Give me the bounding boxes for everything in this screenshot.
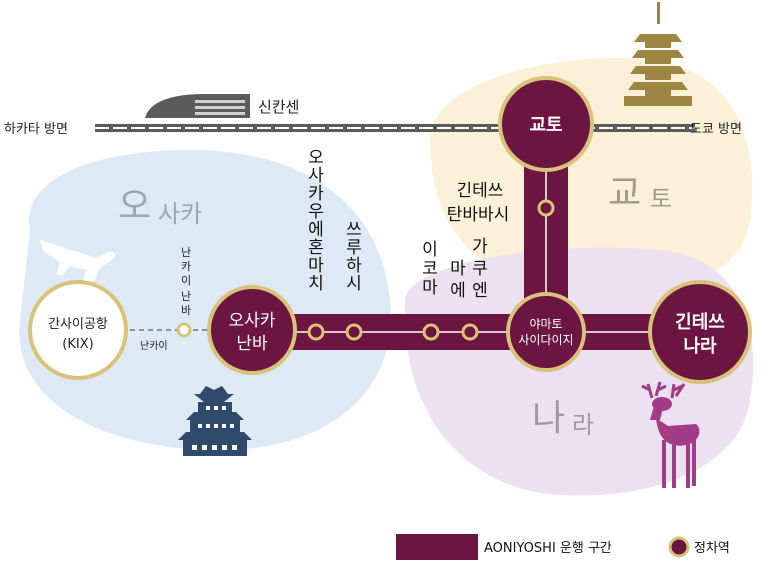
station-gakuen-mae-label-col1: 가쿠엔 xyxy=(472,237,488,301)
vertical-char: 마 xyxy=(308,256,324,276)
stop-nankai-namba[interactable] xyxy=(176,322,192,338)
station-kyoto-label: 교토 xyxy=(529,115,562,136)
vertical-char: 마 xyxy=(422,278,438,298)
station-yamato-saidaiji-label-2: 사이다이지 xyxy=(518,333,573,347)
station-nankai-namba-label-col2: 난바 xyxy=(181,290,191,317)
vertical-char: 카 xyxy=(181,260,191,273)
vertical-char: 사 xyxy=(308,166,324,186)
vertical-char: 가 xyxy=(472,237,488,257)
osaka-castle-icon xyxy=(178,386,252,456)
stop-kintetsu-tambabashi[interactable] xyxy=(537,199,555,217)
vertical-char: 하 xyxy=(346,256,362,276)
station-osaka-namba[interactable]: 오사카 난바 xyxy=(207,285,297,375)
station-yamato-saidaiji-label-1: 야마토 xyxy=(529,317,562,331)
vertical-char: 쿠 xyxy=(472,259,488,279)
legend-stop-swatch xyxy=(668,536,690,558)
vertical-char: 난 xyxy=(181,290,191,303)
station-osaka-namba-label-2: 난바 xyxy=(236,334,268,354)
vertical-char: 에 xyxy=(450,281,466,301)
direction-west-label: 하카타 방면 xyxy=(4,122,68,137)
station-osaka-namba-label-1: 오사카 xyxy=(229,311,276,331)
station-kintetsu-tambabashi-label-1: 긴테쓰 xyxy=(457,181,504,201)
station-kintetsu-tambabashi-label-2: 탄바바시 xyxy=(447,205,510,225)
vertical-char: 코 xyxy=(422,259,438,279)
osaka-region xyxy=(19,150,391,450)
pagoda-icon xyxy=(624,2,692,106)
station-kintetsu-nara-label-1: 긴테쓰 xyxy=(675,312,725,333)
vertical-char: 치 xyxy=(308,274,324,294)
shinkansen-train-icon xyxy=(145,94,250,118)
vertical-char: 루 xyxy=(346,238,362,258)
vertical-char: 쓰 xyxy=(346,220,362,240)
vertical-char: 이 xyxy=(422,240,438,260)
legend-route-swatch xyxy=(396,534,478,560)
station-kix[interactable]: 간사이공항 (KIX) xyxy=(28,280,128,380)
stop-osaka-uehommachi[interactable] xyxy=(307,323,325,341)
vertical-char: 이 xyxy=(181,274,191,287)
shinkansen-line xyxy=(95,124,695,132)
stop-tsuruhashi[interactable] xyxy=(345,323,363,341)
vertical-char: 바 xyxy=(181,304,191,317)
station-nankai-namba-label-col1: 난카이 xyxy=(181,246,191,287)
station-kintetsu-nara-label-2: 나라 xyxy=(683,336,717,357)
nara-region-label-small: 라 xyxy=(572,411,594,439)
nara-region-label-big: 나 xyxy=(532,398,565,439)
vertical-char: 오 xyxy=(308,148,324,168)
station-kix-label-2: (KIX) xyxy=(62,337,93,352)
station-ikoma-label: 이코마 xyxy=(422,240,438,298)
vertical-char: 시 xyxy=(346,274,362,294)
vertical-char: 우 xyxy=(308,202,324,222)
stop-ikoma[interactable] xyxy=(422,323,440,341)
shinkansen-label: 신칸센 xyxy=(258,98,299,116)
legend-route-label: AONIYOSHI 운행 구간 xyxy=(484,540,612,556)
station-kix-label-1: 간사이공항 xyxy=(48,317,108,332)
station-yamato-saidaiji[interactable]: 야마토 사이다이지 xyxy=(506,292,586,372)
vertical-char: 카 xyxy=(308,184,324,204)
kyoto-region-label-big: 교 xyxy=(608,173,641,214)
kyoto-region-label-small: 토 xyxy=(650,185,672,213)
deer-icon xyxy=(641,381,700,488)
osaka-region-label-small: 사카 xyxy=(158,200,202,228)
legend-stop-label: 정차역 xyxy=(694,541,730,556)
direction-east-label: 도쿄 방면 xyxy=(690,122,742,137)
station-kintetsu-nara[interactable]: 긴테쓰 나라 xyxy=(648,280,752,384)
vertical-char: 엔 xyxy=(472,281,488,301)
vertical-char: 난 xyxy=(181,246,191,259)
station-gakuen-mae-label-col2: 마에 xyxy=(450,259,466,301)
airplane-icon xyxy=(40,240,116,290)
vertical-char: 혼 xyxy=(308,238,324,258)
legend: AONIYOSHI 운행 구간 정차역 xyxy=(396,534,730,560)
stop-gakuen-mae[interactable] xyxy=(461,323,479,341)
vertical-char: 에 xyxy=(308,220,324,240)
vertical-char: 마 xyxy=(450,259,466,279)
nankai-line-label: 난카이 xyxy=(140,340,168,352)
station-kyoto[interactable]: 교토 xyxy=(498,76,594,172)
osaka-region-label-big: 오 xyxy=(118,186,151,227)
